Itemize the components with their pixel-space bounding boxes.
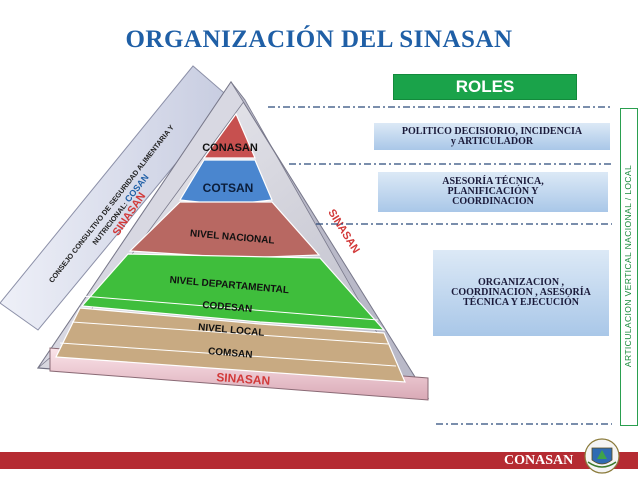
level-label-comsan: COMSAN bbox=[208, 346, 253, 361]
pyramid-level-nacional bbox=[128, 201, 321, 259]
footer-brand: CONASAN bbox=[504, 453, 574, 468]
vertical-articulation-label: ARTICULACION VERTICAL NACIONAL / LOCAL bbox=[623, 164, 633, 368]
role-text: TÉCNICA Y EJECUCIÓN bbox=[463, 297, 579, 308]
band-divider bbox=[71, 321, 389, 345]
role-box-politico: POLITICO DECISIORIO, INCIDENCIA y ARTICU… bbox=[374, 123, 610, 150]
role-text: ORGANIZACION , bbox=[477, 277, 565, 288]
footer-bar bbox=[0, 452, 638, 469]
pyramid-level-departamental bbox=[80, 253, 386, 331]
band-divider bbox=[81, 295, 379, 321]
roles-header: ROLES bbox=[393, 74, 577, 100]
level-label-codesan: CODESAN bbox=[202, 300, 253, 315]
role-text: y ARTICULADOR bbox=[450, 135, 534, 147]
page-title: ORGANIZACIÓN DEL SINASAN bbox=[125, 26, 513, 53]
level-label-cotsan: COTSAN bbox=[203, 181, 254, 195]
band-divider bbox=[59, 342, 397, 367]
role-text: PLANIFICACIÓN Y bbox=[447, 186, 539, 197]
role-box-asesoria: ASESORÍA TÉCNICA, PLANIFICACIÓN Y COORDI… bbox=[378, 172, 608, 212]
frame-label-bottom: SINASAN bbox=[216, 370, 271, 388]
role-text: COORDINACION bbox=[452, 196, 534, 207]
role-text: COORDINACION , ASESORÍA bbox=[451, 287, 591, 298]
level-label-conasan: CONASAN bbox=[202, 142, 258, 154]
role-box-organizacion: ORGANIZACION , COORDINACION , ASESORÍA T… bbox=[433, 250, 609, 336]
coat-of-arms-icon bbox=[584, 438, 620, 474]
role-text: POLITICO DECISIORIO, INCIDENCIA bbox=[401, 125, 583, 137]
role-text: ASESORÍA TÉCNICA, bbox=[442, 176, 544, 187]
pyramid-level-conasan bbox=[202, 112, 256, 159]
